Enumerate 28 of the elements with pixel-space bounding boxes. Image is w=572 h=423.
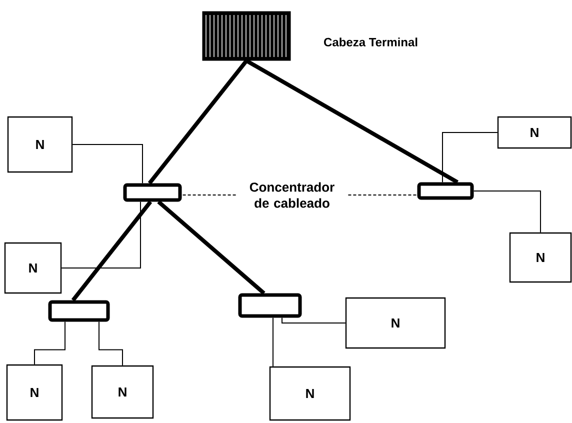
connector-line — [61, 201, 141, 268]
leader-line — [181, 194, 236, 196]
node-box: N — [497, 116, 572, 149]
node-box: N — [6, 364, 63, 421]
leader-line — [348, 194, 418, 196]
callout-label: Concentrador de cableado — [250, 182, 334, 208]
connector-line — [282, 317, 346, 324]
trunk-cable — [148, 60, 248, 184]
node-box: N — [345, 297, 446, 349]
head-end-box — [202, 11, 291, 61]
hub-box — [238, 293, 302, 318]
connector-line — [473, 190, 541, 233]
connector-line — [98, 321, 123, 366]
connector-line — [34, 321, 66, 365]
node-box: N — [269, 366, 351, 421]
hub-box — [123, 183, 182, 202]
node-box: N — [91, 365, 154, 419]
connector-line — [272, 317, 274, 367]
node-box: N — [509, 232, 572, 283]
trunk-cable — [246, 59, 458, 184]
connector-line — [72, 144, 143, 184]
hub-box — [48, 300, 110, 322]
hub-box — [417, 182, 474, 200]
node-box: N — [7, 116, 73, 173]
node-caption: Cabeza Terminal — [324, 38, 418, 46]
node-box: N — [4, 242, 62, 294]
connector-line — [442, 132, 498, 183]
trunk-cable — [157, 200, 266, 295]
